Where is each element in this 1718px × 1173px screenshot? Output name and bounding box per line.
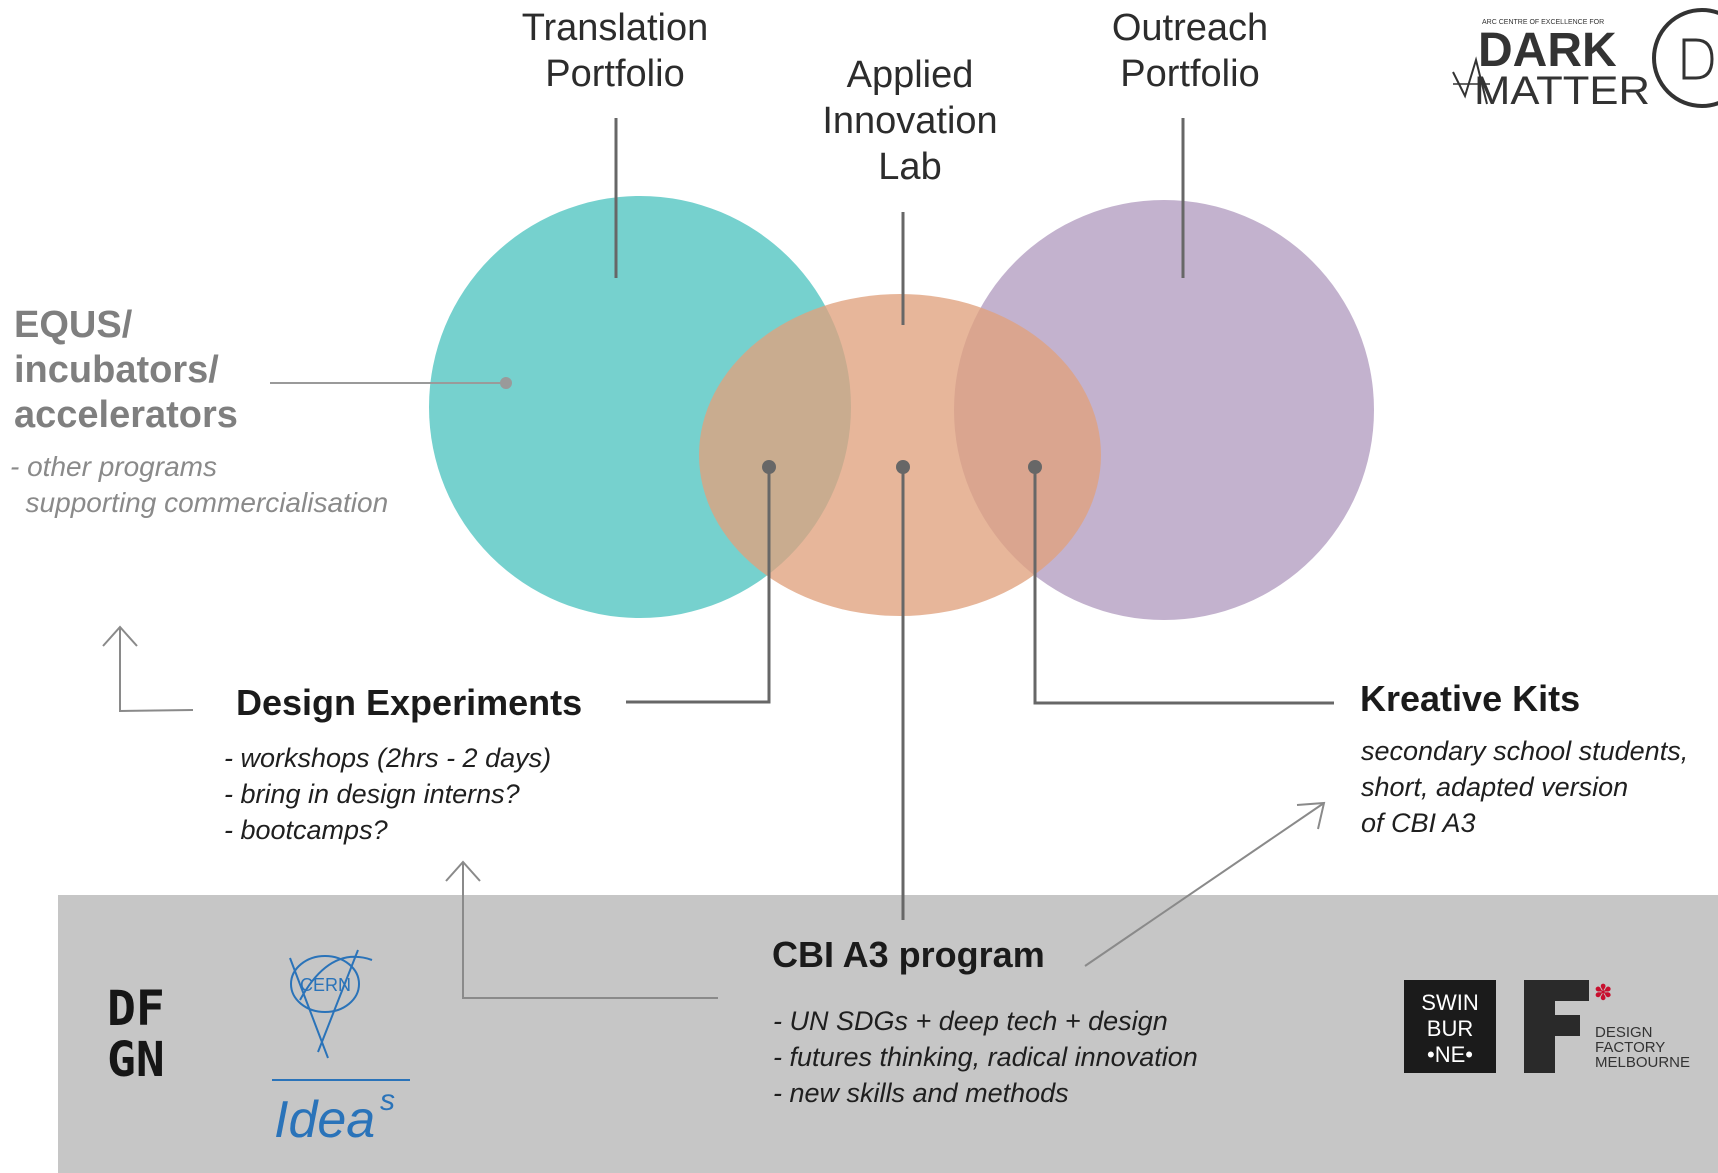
equus-subtitle: - other programs supporting commercialis… [10, 451, 389, 518]
design-experiments-title: Design Experiments [236, 682, 583, 723]
arrow-to-kreative-kits [1084, 802, 1325, 967]
dark-matter-logo-caption: ARC CENTRE OF EXCELLENCE FOR [1482, 19, 1604, 26]
swinburne-logo-line-3: •NE• [1427, 1042, 1473, 1067]
swinburne-logo-line-2: BUR [1427, 1016, 1473, 1041]
kreative-kits-connector [1033, 467, 1334, 705]
dfm-logo-flower-icon: ✽ [1594, 981, 1612, 1006]
arrow-to-design-experiments-head [445, 860, 481, 882]
dfm-logo-line-3: MELBOURNE [1595, 1054, 1690, 1071]
cbi-program-list: - UN SDGs + deep tech + design - futures… [773, 1006, 1198, 1108]
arrow-to-kreative-kits-head [1296, 801, 1326, 830]
cern-logo-label: CERN [300, 975, 351, 995]
dfgn-logo-top: DF [107, 981, 165, 1037]
swinburne-logo-line-1: SWIN [1421, 990, 1478, 1015]
cbi-program-title: CBI A3 program [772, 934, 1045, 975]
cern-logo-ring [290, 955, 360, 1013]
equus-dot [500, 377, 512, 389]
design-experiments-connector [626, 467, 771, 704]
kreative-kits-list: secondary school students, short, adapte… [1361, 736, 1689, 838]
design-experiments-list: - workshops (2hrs - 2 days) - bring in d… [224, 743, 552, 845]
cern-ideas-logo: CERN Idea s [272, 949, 410, 1149]
dfgn-logo: DF GN [107, 981, 165, 1088]
equus-title: EQUS/ incubators/ accelerators [14, 304, 238, 436]
dark-matter-logo-word-1: DARK [1478, 24, 1617, 77]
arrow-to-design-experiments [462, 862, 718, 999]
dark-matter-logo: ARC CENTRE OF EXCELLENCE FOR DARK MATTER [1452, 8, 1718, 113]
applied-innovation-lab-label: Applied Innovation Lab [822, 54, 998, 188]
dark-matter-logo-emblem [1682, 38, 1714, 80]
design-factory-melbourne-logo: ✽ DESIGN FACTORY MELBOURNE [1524, 980, 1690, 1073]
dark-matter-logo-ring [1652, 8, 1718, 108]
ideas-logo-superscript: s [380, 1084, 395, 1117]
ideas-logo-label: Idea [274, 1091, 375, 1149]
outreach-portfolio-label: Outreach Portfolio [1111, 7, 1269, 95]
arrow-to-equus [119, 627, 194, 713]
cern-logo-accelerator-lines [289, 949, 373, 1059]
dark-matter-logo-word-2: MATTER [1474, 69, 1650, 113]
kreative-kits-title: Kreative Kits [1360, 678, 1581, 719]
dfm-logo-line-1: DESIGN [1595, 1024, 1653, 1041]
dfm-logo-line-2: FACTORY [1595, 1039, 1665, 1056]
translation-portfolio-label: Translation Portfolio [521, 7, 709, 95]
dfgn-logo-bottom: GN [107, 1032, 165, 1088]
swinburne-logo-box [1404, 980, 1496, 1073]
design-experiments-dot [762, 460, 776, 474]
cbi-dot [896, 460, 910, 474]
applied-innovation-ellipse [699, 294, 1101, 616]
dfm-logo-mark [1524, 980, 1589, 1073]
kreative-kits-dot [1028, 460, 1042, 474]
arrow-to-equus-head [102, 625, 138, 647]
swinburne-logo: SWIN BUR •NE• [1404, 980, 1496, 1073]
